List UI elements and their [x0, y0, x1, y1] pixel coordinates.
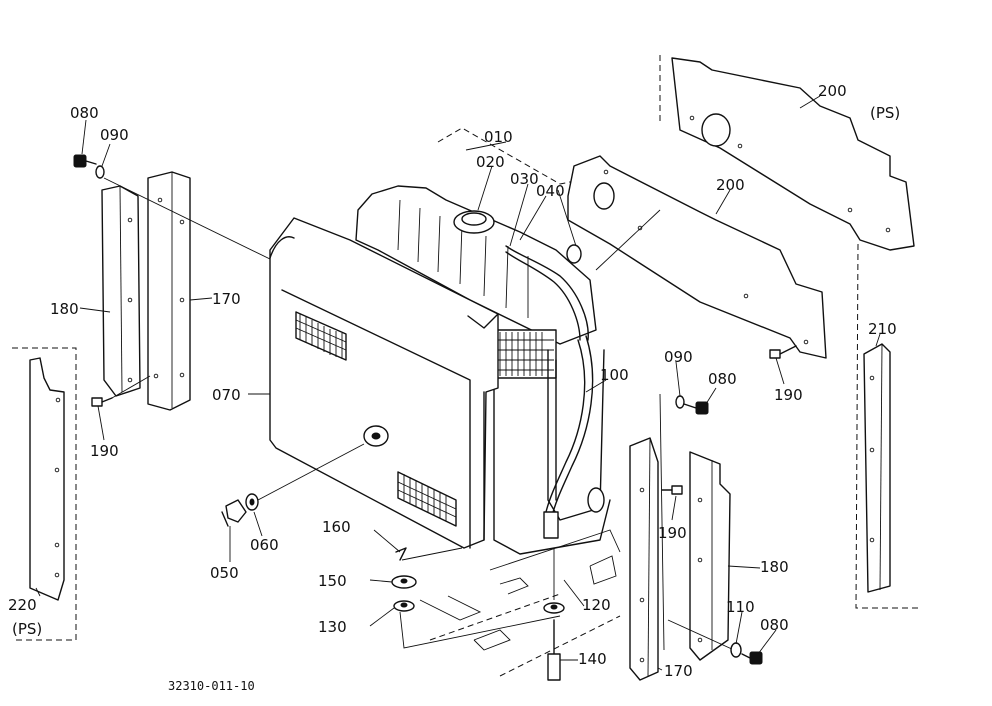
mount-parts [391, 529, 621, 681]
label-080-left: 080 [70, 104, 99, 122]
label-190-panel: 190 [774, 386, 803, 404]
label-070: 070 [212, 386, 241, 404]
part-200-ps [659, 55, 915, 251]
label-130: 130 [318, 618, 347, 636]
leader-lines [35, 95, 881, 671]
drawing-number: 32310-011-10 [168, 679, 255, 693]
label-ps-220: (PS) [12, 620, 42, 638]
washer-060 [245, 493, 259, 511]
label-190-right: 190 [658, 524, 687, 542]
label-020: 020 [476, 153, 505, 171]
part-210 [863, 343, 891, 593]
label-150: 150 [318, 572, 347, 590]
label-110: 110 [726, 598, 755, 616]
label-180-right: 180 [760, 558, 789, 576]
label-100: 100 [600, 366, 629, 384]
label-080-right-lower: 080 [760, 616, 789, 634]
part-180-right [689, 451, 731, 661]
label-190-left: 190 [90, 442, 119, 460]
part-170-left [147, 171, 191, 411]
label-170-right: 170 [664, 662, 693, 680]
label-210: 210 [868, 320, 897, 338]
label-220: 220 [8, 596, 37, 614]
part-170-right [629, 437, 659, 681]
label-050: 050 [210, 564, 239, 582]
label-180-left: 180 [50, 300, 79, 318]
label-160: 160 [322, 518, 351, 536]
drain-cock-050 [221, 499, 247, 527]
radiator-assembly [257, 127, 611, 555]
shroud-mesh-upper [295, 311, 347, 361]
label-030: 030 [510, 170, 539, 188]
label-ps-200: (PS) [870, 104, 900, 122]
label-080-right-upper: 080 [708, 370, 737, 388]
label-040: 040 [536, 182, 565, 200]
label-010: 010 [484, 128, 513, 146]
part-200 [567, 155, 827, 359]
label-200-ps: 200 [818, 82, 847, 100]
label-060: 060 [250, 536, 279, 554]
part-180-left [101, 185, 141, 397]
shroud-mesh-lower [397, 471, 457, 527]
bolt-190-panel [769, 345, 797, 359]
label-120: 120 [582, 596, 611, 614]
bolt-080-090-right-upper [675, 395, 709, 415]
label-200: 200 [716, 176, 745, 194]
label-140: 140 [578, 650, 607, 668]
bolt-190-right [661, 485, 683, 495]
label-090-left: 090 [100, 126, 129, 144]
label-170-left: 170 [212, 290, 241, 308]
bolt-190-left [91, 375, 151, 407]
label-090-right: 090 [664, 348, 693, 366]
part-220-group [12, 347, 77, 641]
bolt-080-090-left [73, 154, 273, 261]
part-labels: 010 020 030 040 050 060 070 080 080 080 … [8, 82, 900, 693]
bolt-080-110-right-lower [730, 642, 763, 665]
